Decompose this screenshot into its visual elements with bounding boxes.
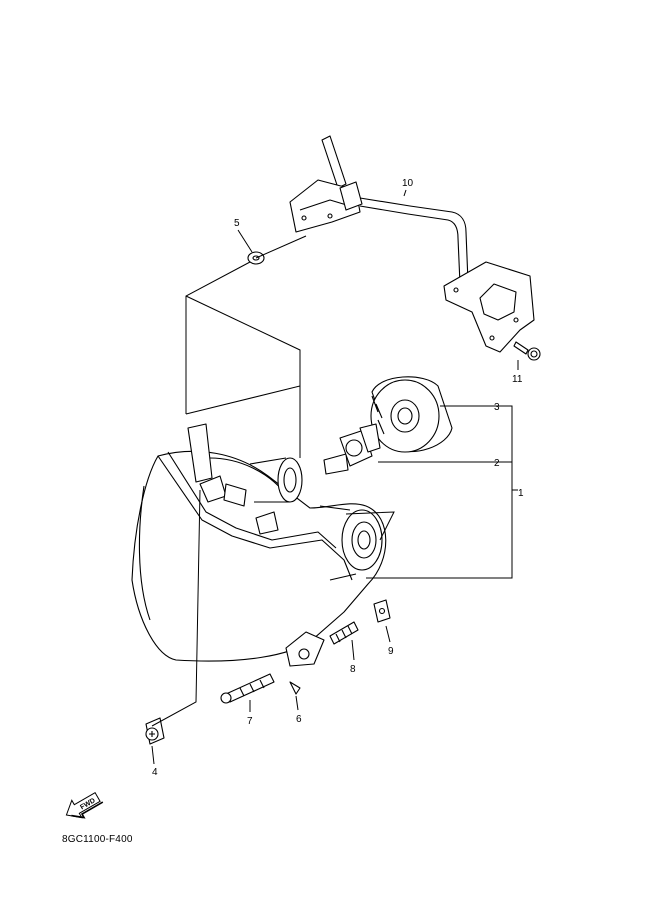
callout-5: 5: [234, 218, 240, 229]
headlight-unit-part-1: [131, 423, 387, 667]
nut-part-9: [373, 599, 391, 623]
fwd-arrow-icon: FWD: [65, 791, 104, 819]
bolt-part-11: [513, 341, 541, 361]
callout-1: 1: [518, 488, 524, 499]
callout-labels: 1 2 3 4 5 6 7 8 9 10 11: [152, 178, 524, 778]
bulb-socket-part-3: [370, 376, 453, 453]
callout-2: 2: [494, 458, 500, 469]
callout-9: 9: [388, 646, 394, 657]
callout-10: 10: [402, 178, 414, 189]
callout-7: 7: [247, 716, 253, 727]
drawing-code: 8GC1100-F400: [62, 834, 133, 845]
spring-part-8: [329, 621, 359, 645]
leader-lines: [151, 189, 519, 765]
fwd-label: FWD: [79, 797, 96, 811]
collar-part-6: [289, 681, 301, 695]
bolt-part-7: [220, 673, 275, 704]
bulb-part-2: [323, 423, 381, 475]
screw-part-4: [145, 717, 165, 745]
callout-8: 8: [350, 664, 356, 675]
callout-11: 11: [512, 374, 523, 385]
callout-6: 6: [296, 714, 302, 725]
callout-3: 3: [494, 402, 500, 413]
callout-4: 4: [152, 767, 158, 778]
headlight-stay-part-10: [289, 135, 535, 353]
